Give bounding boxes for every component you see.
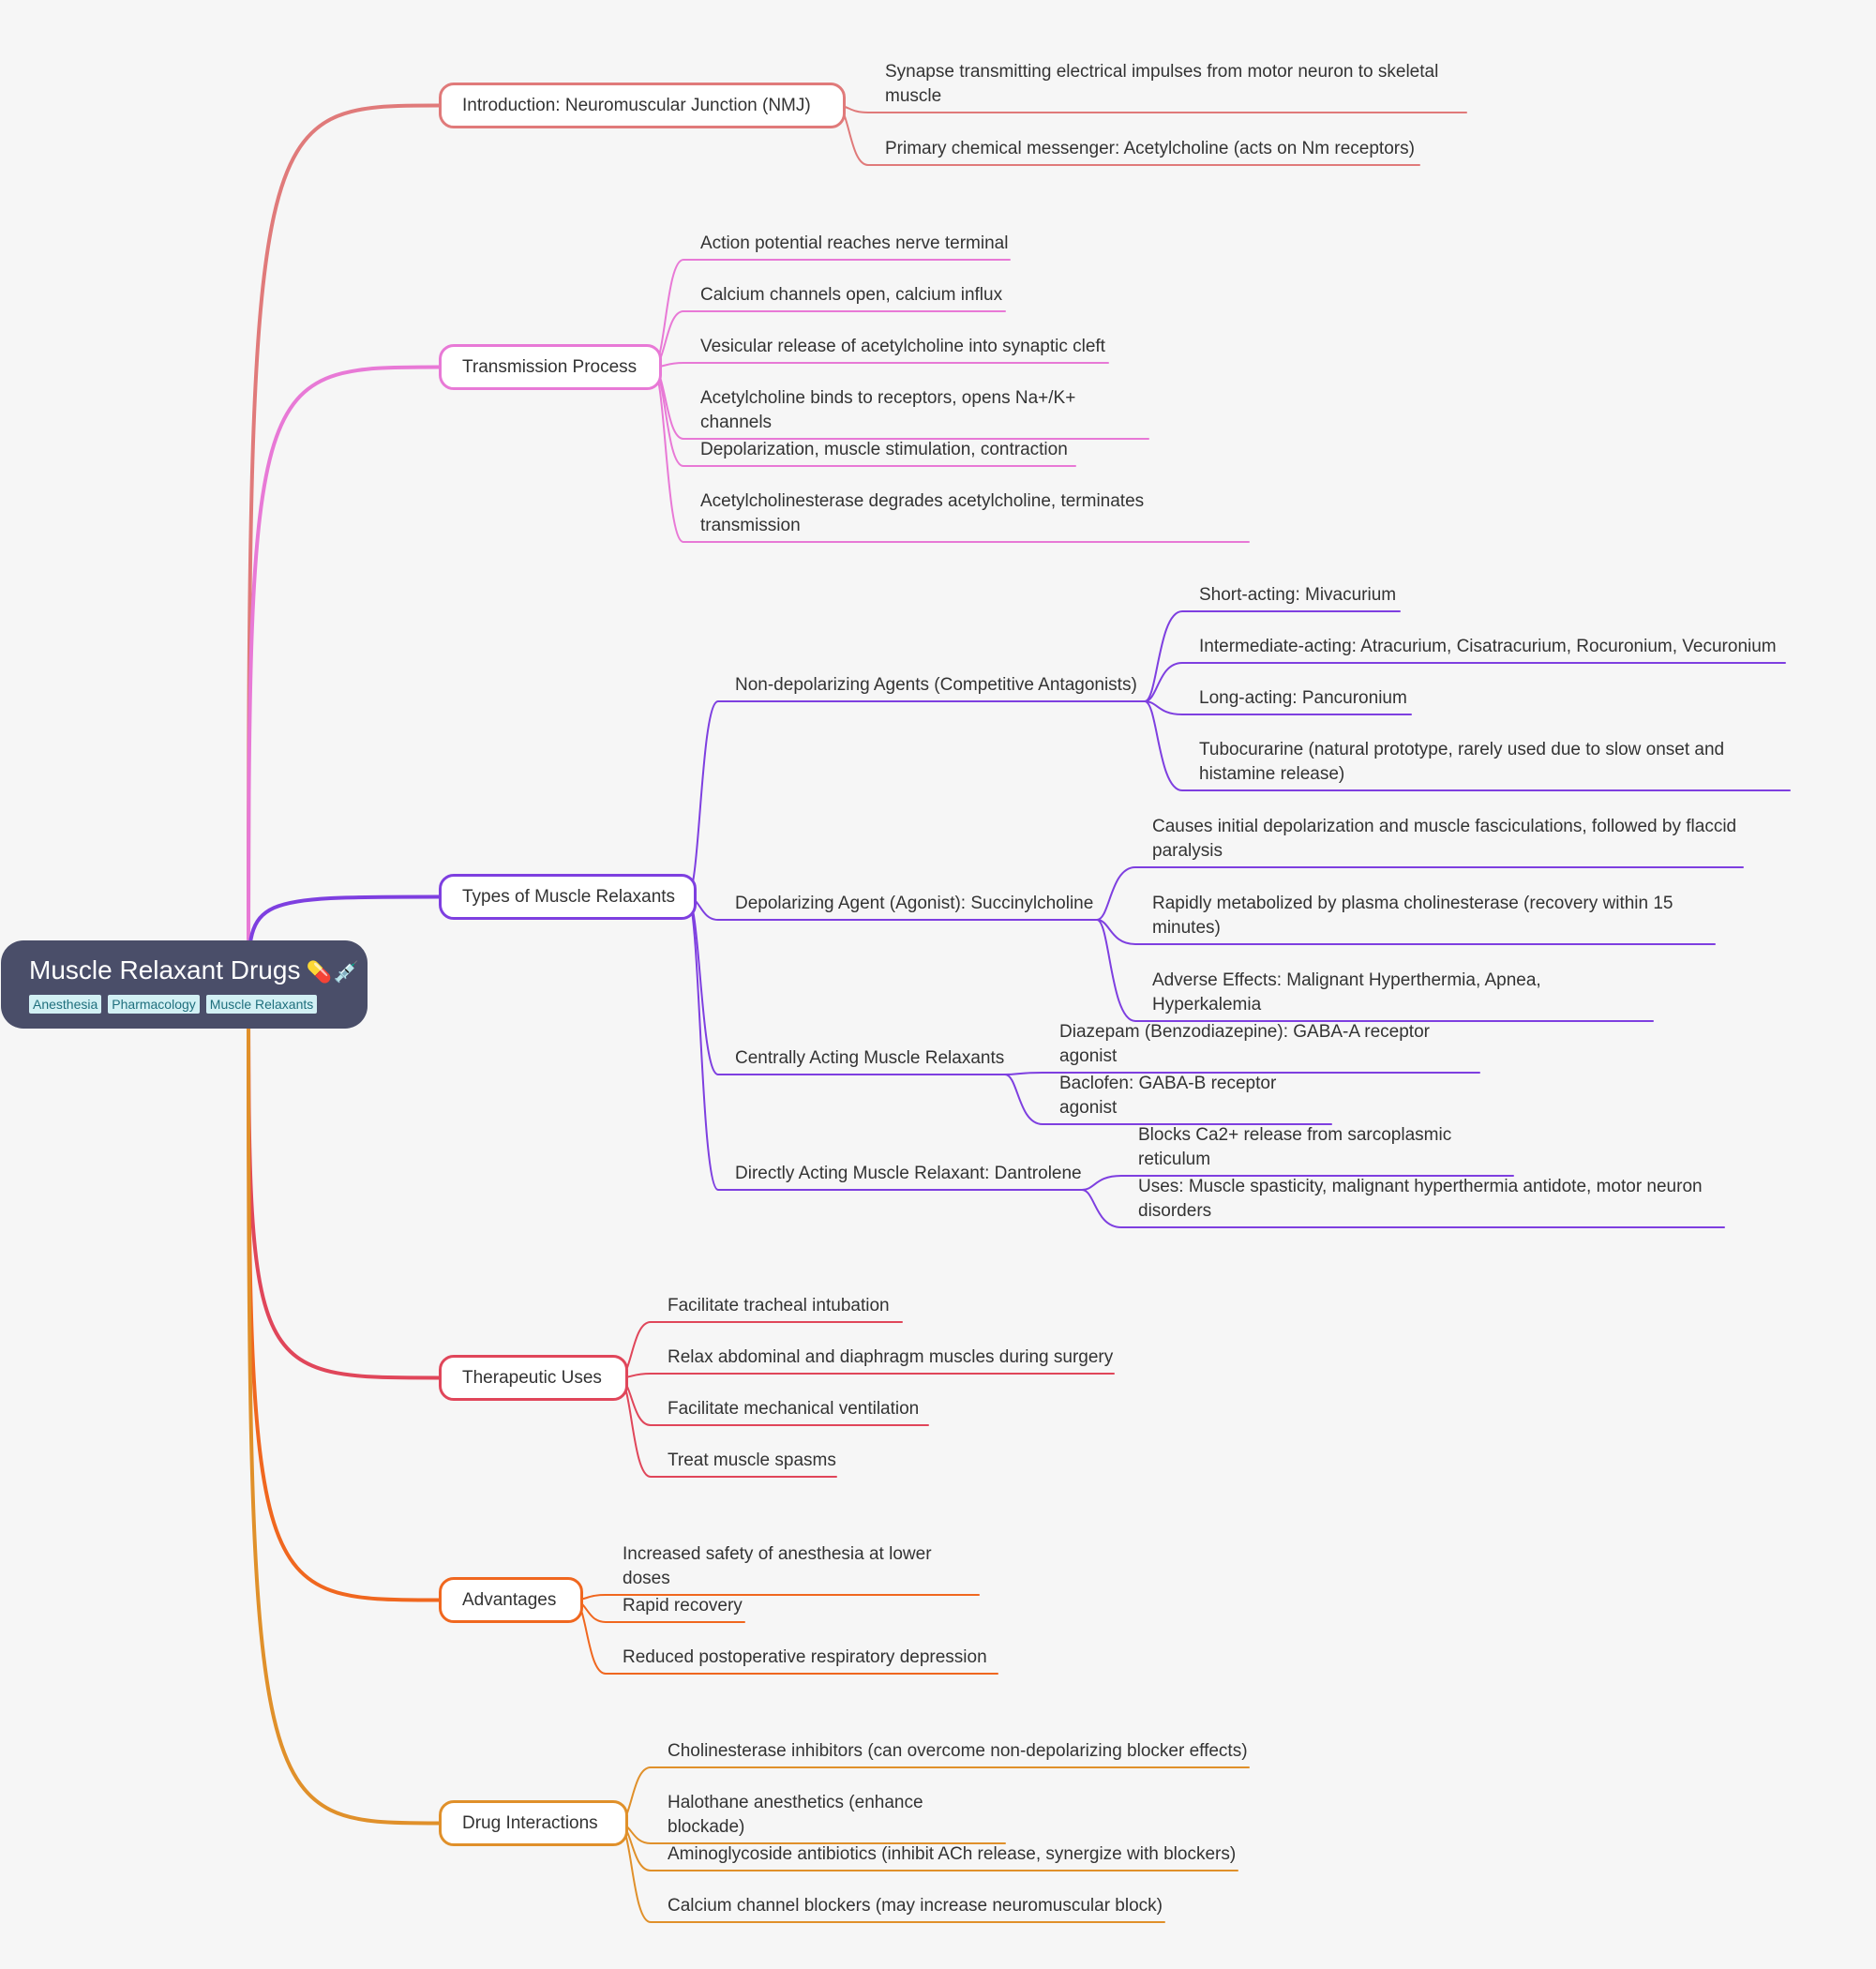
- leaf-acetylcholine-binds[interactable]: Acetylcholine binds to receptors, opens …: [700, 388, 1076, 432]
- leaf-connector: [1004, 1072, 1480, 1075]
- tag-anesthesia: Anesthesia: [29, 995, 102, 1014]
- leaf-connector: [1096, 866, 1744, 921]
- branch-therapeutic-uses[interactable]: Therapeutic Uses: [439, 1355, 628, 1401]
- leaf-halothane[interactable]: Halothane anesthetics (enhance blockade): [668, 1793, 923, 1837]
- leaf-connector: [1004, 1074, 1332, 1125]
- leaf-connector: [1144, 700, 1791, 791]
- sub-non-depolarizing-agents[interactable]: Non-depolarizing Agents (Competitive Ant…: [735, 675, 1137, 695]
- branch-transmission-process[interactable]: Transmission Process: [439, 344, 662, 390]
- branch-drug-interactions[interactable]: Drug Interactions: [439, 1800, 628, 1846]
- leaf-muscle-spasms[interactable]: Treat muscle spasms: [668, 1450, 836, 1470]
- leaf-short-acting[interactable]: Short-acting: Mivacurium: [1199, 585, 1397, 605]
- tag-muscle-relaxants: Muscle Relaxants: [205, 995, 318, 1014]
- leaf-rapidly-metabolized[interactable]: Rapidly metabolized by plasma cholineste…: [1152, 894, 1673, 938]
- leaf-connector: [1144, 662, 1786, 702]
- leaf-cholinesterase-inhibitors[interactable]: Cholinesterase inhibitors (can overcome …: [668, 1741, 1248, 1761]
- branch-connector: [247, 983, 441, 1380]
- leaf-connector: [1081, 1189, 1725, 1228]
- tag-pharmacology: Pharmacology: [108, 995, 200, 1014]
- leaf-increased-safety[interactable]: Increased safety of anesthesia at lower …: [623, 1544, 932, 1588]
- sub-directly-acting[interactable]: Directly Acting Muscle Relaxant: Dantrol…: [735, 1164, 1082, 1183]
- leaf-baclofen[interactable]: Baclofen: GABA-B receptor agonist: [1059, 1074, 1277, 1118]
- leaf-aminoglycoside[interactable]: Aminoglycoside antibiotics (inhibit ACh …: [668, 1844, 1237, 1864]
- leaf-action-potential[interactable]: Action potential reaches nerve terminal: [700, 233, 1009, 253]
- leaf-connector: [1096, 919, 1654, 1022]
- leaf-relax-abdominal[interactable]: Relax abdominal and diaphragm muscles du…: [668, 1347, 1114, 1367]
- branch-connector: [247, 983, 441, 1826]
- leaf-reduced-respiratory-depression[interactable]: Reduced postoperative respiratory depres…: [623, 1647, 987, 1667]
- root-node[interactable]: Muscle Relaxant Drugs💊💉 Anesthesia Pharm…: [1, 940, 368, 1029]
- leaf-mechanical-ventilation[interactable]: Facilitate mechanical ventilation: [668, 1399, 920, 1419]
- branch-introduction[interactable]: Introduction: Neuromuscular Junction (NM…: [439, 83, 846, 128]
- leaf-intermediate-acting[interactable]: Intermediate-acting: Atracurium, Cisatra…: [1199, 637, 1777, 656]
- pill-syringe-icon: 💊💉: [306, 960, 362, 984]
- leaf-calcium-channel-blockers[interactable]: Calcium channel blockers (may increase n…: [668, 1896, 1163, 1916]
- leaf-adverse-effects[interactable]: Adverse Effects: Malignant Hyperthermia,…: [1152, 970, 1541, 1015]
- leaf-connector: [686, 700, 1146, 898]
- leaf-rapid-recovery[interactable]: Rapid recovery: [623, 1596, 743, 1616]
- root-title: Muscle Relaxant Drugs: [29, 955, 301, 984]
- leaf-connector: [618, 1373, 1115, 1379]
- leaf-nmj-synapse[interactable]: Synapse transmitting electrical impulses…: [885, 62, 1439, 106]
- leaf-connector: [1144, 610, 1401, 702]
- branch-advantages[interactable]: Advantages: [439, 1577, 583, 1623]
- branch-connector: [247, 983, 441, 1602]
- leaf-connector: [686, 895, 1083, 1191]
- leaf-diazepam[interactable]: Diazepam (Benzodiazepine): GABA-A recept…: [1059, 1022, 1430, 1066]
- sub-centrally-acting[interactable]: Centrally Acting Muscle Relaxants: [735, 1048, 1005, 1068]
- branch-connector: [247, 103, 441, 986]
- leaf-acetylcholinesterase[interactable]: Acetylcholinesterase degrades acetylchol…: [700, 491, 1145, 535]
- sub-depolarizing-agent[interactable]: Depolarizing Agent (Agonist): Succinylch…: [735, 894, 1094, 913]
- leaf-dantrolene-uses[interactable]: Uses: Muscle spasticity, malignant hyper…: [1138, 1177, 1703, 1221]
- leaf-initial-depolarization[interactable]: Causes initial depolarization and muscle…: [1152, 817, 1737, 861]
- leaf-long-acting[interactable]: Long-acting: Pancuronium: [1199, 688, 1407, 708]
- leaf-blocks-calcium-release[interactable]: Blocks Ca2+ release from sarcoplasmic re…: [1138, 1125, 1452, 1169]
- leaf-connector: [652, 362, 1109, 368]
- branch-connector: [247, 365, 441, 986]
- leaf-connector: [1081, 1175, 1514, 1191]
- leaf-tracheal-intubation[interactable]: Facilitate tracheal intubation: [668, 1296, 890, 1315]
- leaf-connector: [1096, 919, 1716, 945]
- leaf-depolarization[interactable]: Depolarization, muscle stimulation, cont…: [700, 440, 1068, 459]
- tag-list: Anesthesia Pharmacology Muscle Relaxants: [29, 995, 368, 1014]
- leaf-connector: [1144, 700, 1412, 715]
- leaf-calcium-channels[interactable]: Calcium channels open, calcium influx: [700, 285, 1003, 305]
- branch-types-of-muscle-relaxants[interactable]: Types of Muscle Relaxants: [439, 874, 697, 920]
- leaf-nmj-acetylcholine[interactable]: Primary chemical messenger: Acetylcholin…: [885, 139, 1415, 158]
- leaf-tubocurarine[interactable]: Tubocurarine (natural prototype, rarely …: [1199, 740, 1725, 784]
- leaf-vesicular-release[interactable]: Vesicular release of acetylcholine into …: [700, 337, 1105, 356]
